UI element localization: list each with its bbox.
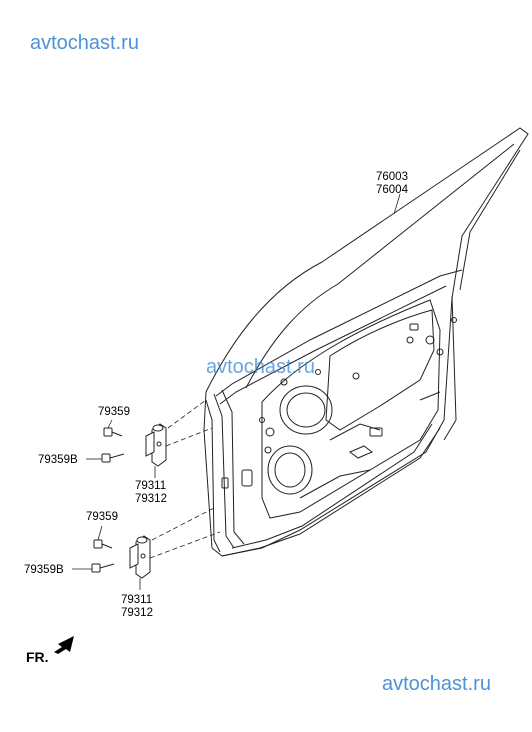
- label-upper-bolt-b: 79359B: [38, 454, 78, 466]
- label-lower-hinge-2: 79312: [121, 607, 153, 619]
- label-upper-hinge-2: 79312: [135, 493, 167, 505]
- upper-bolt-icon: [103, 427, 123, 437]
- watermark-top: avtochast.ru: [30, 32, 139, 54]
- label-lower-bolt: 79359: [86, 511, 118, 523]
- label-door-part-2: 76004: [376, 184, 409, 196]
- hinge-leader-lower: [151, 507, 215, 541]
- lower-hinge: [129, 535, 151, 579]
- leader-door: [393, 193, 401, 215]
- front-door-panel: [203, 127, 529, 557]
- hinge-leader-lower-2: [149, 531, 221, 559]
- upper-bolt-b-icon: [101, 453, 125, 463]
- label-upper-bolt: 79359: [98, 406, 130, 418]
- upper-hinge: [145, 423, 167, 467]
- direction-marker: FR.: [26, 649, 49, 665]
- label-upper-hinge-1: 79311: [135, 480, 166, 492]
- front-arrow-icon: [54, 636, 74, 654]
- watermark-middle: avtochast.ru: [206, 356, 315, 378]
- label-lower-bolt-b: 79359B: [24, 564, 64, 576]
- lower-bolt-b-icon: [91, 563, 115, 573]
- watermark-bottom: avtochast.ru: [382, 673, 491, 695]
- label-lower-hinge-1: 79311: [121, 594, 152, 606]
- label-door-part-1: 76003: [376, 171, 408, 183]
- leader-upper-bolt: [107, 419, 113, 429]
- lower-bolt-icon: [93, 539, 113, 549]
- leader-lower-bolt: [97, 525, 103, 541]
- hinge-leader-upper: [167, 399, 207, 429]
- hinge-leader-upper-2: [165, 427, 213, 447]
